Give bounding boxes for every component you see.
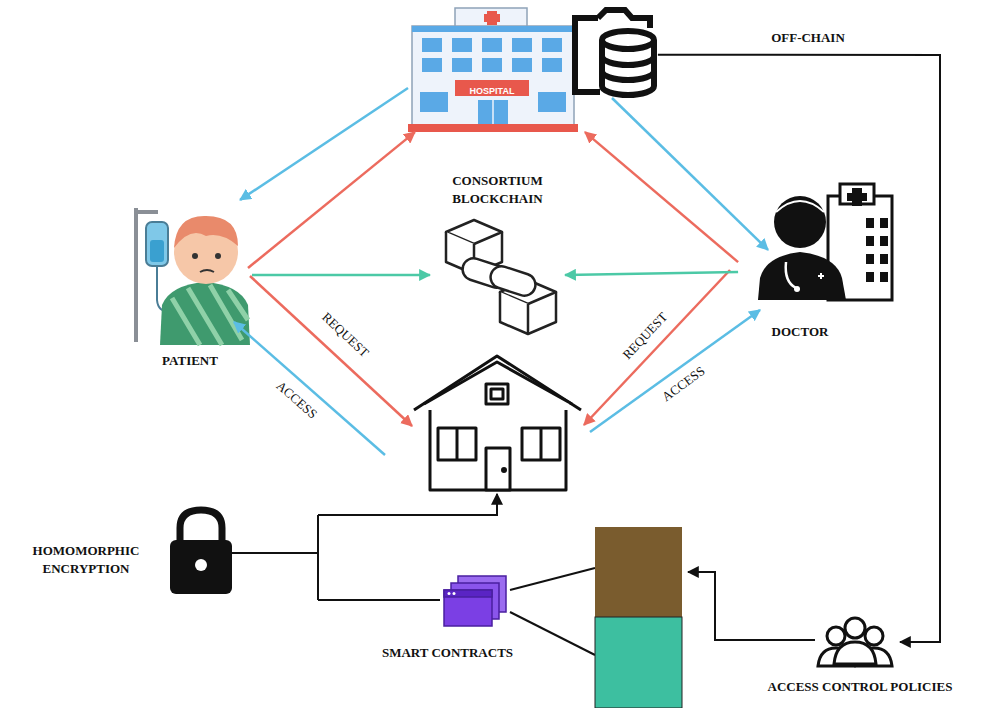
arrow-label: ACCESS [273, 378, 321, 422]
arrow-label: REQUEST [318, 309, 372, 361]
node-label: PATIENT [125, 352, 255, 370]
connector [565, 272, 738, 275]
node-label: DOCTOR [735, 323, 865, 341]
storage-block [595, 617, 682, 708]
database-icon [575, 10, 654, 95]
icon-node: SMART CONTRACTS [355, 572, 540, 667]
arrow-label: ACCESS [659, 363, 708, 405]
hospital-icon [408, 8, 578, 132]
storage-block [595, 527, 682, 617]
connector [248, 132, 415, 268]
house-connectors [234, 270, 760, 455]
connector [240, 88, 408, 200]
connector [658, 55, 940, 642]
lock-icon [170, 510, 232, 594]
icon-node: DOCTOR [735, 178, 905, 343]
icon-node: ACCESS CONTROL POLICIES [735, 612, 985, 702]
connector [585, 132, 738, 262]
patient-icon [136, 208, 250, 345]
node-label: HOSPITAL [455, 84, 529, 98]
people-icon [818, 618, 892, 666]
blockchain-icon [446, 220, 556, 334]
node-label: ACCESS CONTROL POLICIES [735, 678, 985, 696]
node-label: HOMOMORPHIC ENCRYPTION [12, 542, 160, 577]
house-icon [414, 356, 581, 490]
icon-node: HOMOMORPHIC ENCRYPTION [12, 512, 237, 597]
wires [232, 494, 815, 655]
doctor-icon [758, 184, 892, 300]
node-label: SMART CONTRACTS [355, 644, 540, 662]
icon-node: HOSPITAL [408, 4, 663, 134]
icon-node: CONSORTIUM BLOCKCHAIN [425, 172, 570, 337]
connector [252, 274, 430, 277]
node-label: CONSORTIUM BLOCKCHAIN [425, 172, 570, 207]
edge-label: OFF-CHAIN [768, 30, 848, 46]
icon-node: PATIENT [125, 180, 255, 370]
arrow-label: REQUEST [619, 309, 671, 363]
smart-contract-icon [444, 576, 506, 626]
